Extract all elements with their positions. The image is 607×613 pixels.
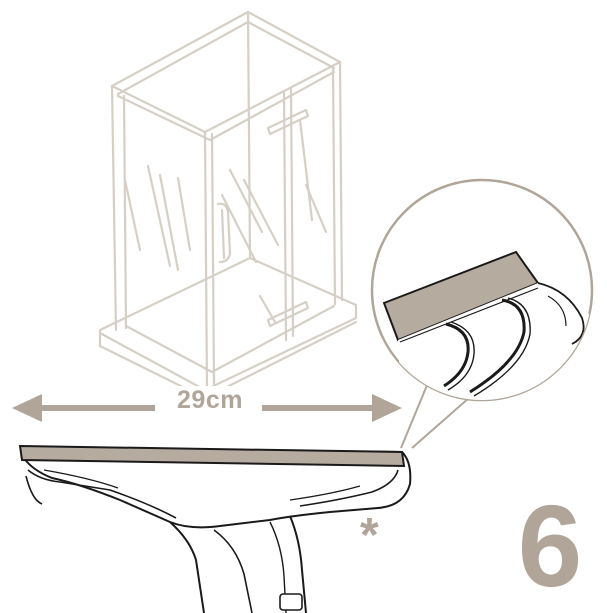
- dimension-label-text: 29cm: [171, 386, 249, 414]
- dimension-arrow: [12, 394, 402, 422]
- arrow-left-head: [12, 394, 42, 422]
- window-vac-illustration: [18, 444, 412, 613]
- footnote-marker: *: [360, 509, 379, 562]
- arrow-right-head: [372, 394, 402, 422]
- step-number: 6: [517, 481, 583, 611]
- power-button: [279, 593, 303, 611]
- shower-enclosure-illustration: [98, 10, 358, 400]
- dimension-label: 29cm: [0, 386, 420, 415]
- rubber-blade: [18, 444, 406, 468]
